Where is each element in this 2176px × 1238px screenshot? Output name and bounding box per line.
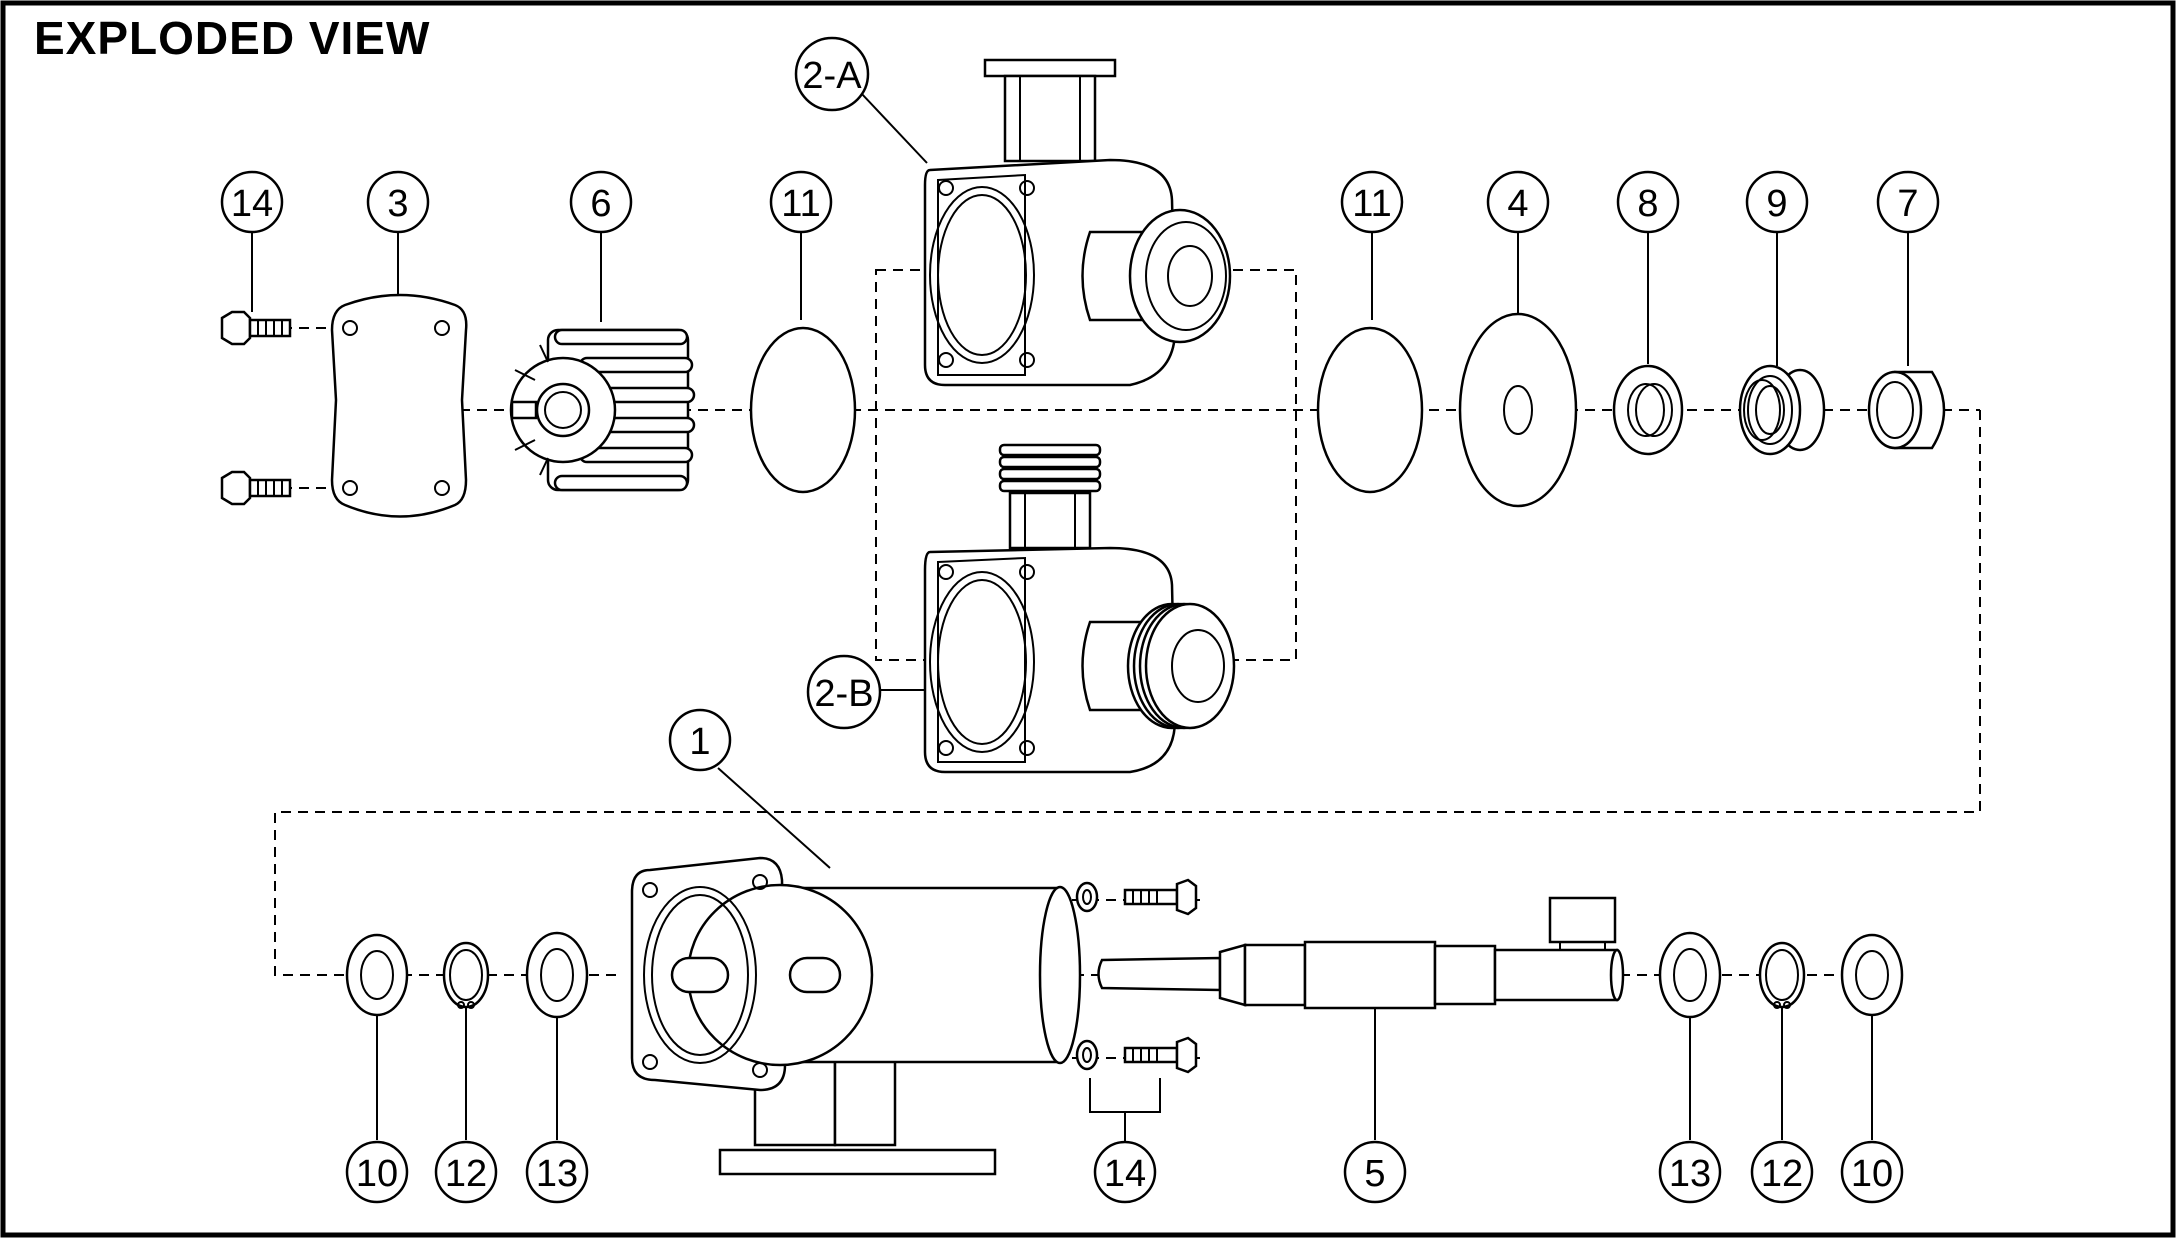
callout-2a: 2-A	[794, 36, 870, 112]
callout-12-right: 12	[1750, 1140, 1814, 1204]
bolt-top-lower	[220, 470, 292, 506]
callout-5: 5	[1343, 1140, 1407, 1204]
svg-text:7: 7	[1897, 183, 1918, 225]
washer-lower-housing	[1075, 1039, 1099, 1071]
callout-6: 6	[569, 170, 633, 234]
svg-text:13: 13	[536, 1153, 578, 1195]
callout-2b: 2-B	[806, 654, 882, 730]
svg-text:14: 14	[1104, 1153, 1146, 1195]
bearing-housing	[630, 856, 1082, 1176]
callout-7: 7	[1876, 170, 1940, 234]
svg-text:11: 11	[781, 183, 820, 225]
callout-13-right: 13	[1658, 1140, 1722, 1204]
impeller	[509, 328, 696, 492]
callout-13-left: 13	[525, 1140, 589, 1204]
svg-text:12: 12	[445, 1153, 487, 1195]
bearing-right	[1658, 931, 1722, 1019]
svg-text:2-B: 2-B	[814, 673, 873, 715]
svg-text:6: 6	[590, 183, 611, 225]
gasket-left	[749, 326, 857, 494]
callout-12-left: 12	[434, 1140, 498, 1204]
washer-left	[345, 933, 409, 1017]
pump-body-a	[923, 58, 1232, 387]
svg-text:1: 1	[689, 721, 710, 763]
pump-body-b	[923, 443, 1236, 774]
svg-text:9: 9	[1766, 183, 1787, 225]
svg-text:10: 10	[356, 1153, 398, 1195]
callout-14-top: 14	[220, 170, 284, 234]
leader-lines	[251, 92, 1909, 1142]
svg-text:10: 10	[1851, 1153, 1893, 1195]
diagram-title: EXPLODED VIEW	[34, 12, 430, 64]
cover-plate	[330, 293, 468, 518]
callout-10-right: 10	[1840, 1140, 1904, 1204]
callout-14-bottom: 14	[1093, 1140, 1157, 1204]
svg-text:11: 11	[1352, 183, 1391, 225]
svg-text:14: 14	[231, 183, 273, 225]
bolt-top-upper	[220, 310, 292, 346]
svg-text:13: 13	[1669, 1153, 1711, 1195]
callout-3: 3	[366, 170, 430, 234]
callout-8: 8	[1616, 170, 1680, 234]
snap-ring-right	[1758, 941, 1806, 1009]
snap-ring-left	[442, 941, 490, 1009]
lip-seal	[1612, 364, 1684, 456]
svg-text:5: 5	[1364, 1153, 1385, 1195]
callout-1: 1	[668, 708, 732, 772]
bolt-upper-housing	[1123, 878, 1198, 916]
gasket-right	[1316, 326, 1424, 494]
svg-text:4: 4	[1507, 183, 1528, 225]
callout-11-right: 11	[1340, 170, 1404, 234]
svg-text:12: 12	[1761, 1153, 1803, 1195]
bolt-lower-housing	[1123, 1036, 1198, 1074]
washer-right	[1840, 933, 1904, 1017]
svg-text:8: 8	[1637, 183, 1658, 225]
callout-11-left: 11	[769, 170, 833, 234]
svg-text:2-A: 2-A	[802, 55, 862, 97]
mechanical-seal	[1738, 364, 1826, 456]
bearing-left	[525, 931, 589, 1019]
pump-shaft	[1097, 896, 1625, 1010]
wear-plate	[1458, 312, 1578, 508]
washer-upper-housing	[1075, 881, 1099, 913]
svg-text:3: 3	[387, 183, 408, 225]
callout-10-left: 10	[345, 1140, 409, 1204]
callout-4: 4	[1486, 170, 1550, 234]
shaft-sleeve	[1867, 370, 1946, 450]
callout-9: 9	[1745, 170, 1809, 234]
